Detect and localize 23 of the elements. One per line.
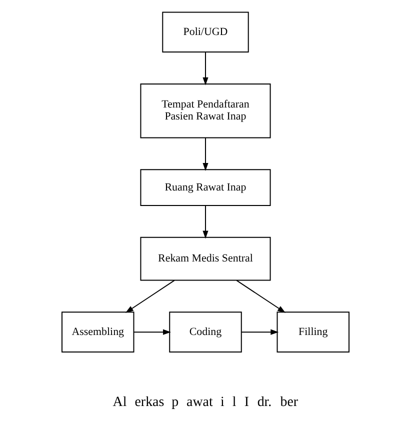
label: p <box>172 395 179 410</box>
label: l <box>232 395 236 410</box>
arrow <box>134 329 171 335</box>
arrow <box>202 52 208 86</box>
node-box: Rekam Medis Sentral <box>140 236 271 281</box>
label: dr. <box>257 395 272 410</box>
label: ber <box>280 395 298 410</box>
node-box: Tempat Pendaftaran Pasien Rawat Inap <box>140 83 271 138</box>
node-box: Coding <box>169 312 242 353</box>
node-box: Ruang Rawat Inap <box>140 169 271 206</box>
label: I <box>244 395 250 410</box>
label: Al <box>112 395 127 410</box>
node-box: Assembling <box>61 312 134 353</box>
label: i <box>220 395 224 410</box>
label: erkas <box>134 395 164 410</box>
arrow <box>202 138 208 171</box>
arrow <box>236 280 286 313</box>
node-box: Filling <box>276 312 350 353</box>
label: awat <box>186 395 213 410</box>
arrow <box>241 329 279 335</box>
arrow <box>202 205 208 239</box>
node-box: Poli/UGD <box>162 12 249 53</box>
arrow <box>125 280 175 313</box>
